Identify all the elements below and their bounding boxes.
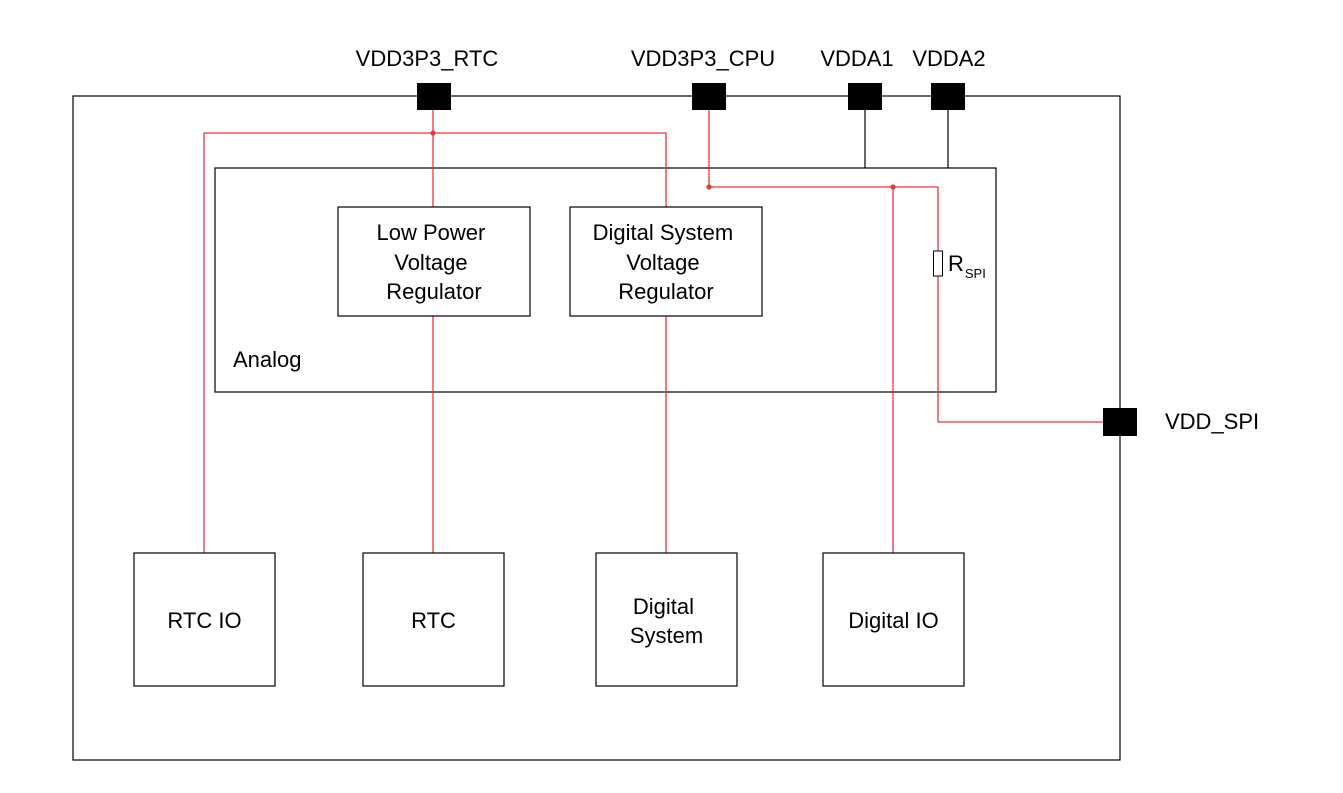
vdda1-pin xyxy=(848,83,882,110)
resistor-label: RSPI xyxy=(948,251,986,281)
junction-dot xyxy=(890,184,896,190)
vdda2-label: VDDA2 xyxy=(912,46,985,71)
digital-system-label: Digital System xyxy=(630,594,703,648)
vdd3p3-rtc-label: VDD3P3_RTC xyxy=(356,46,499,71)
vdd-spi-pin xyxy=(1103,408,1137,436)
junction-dot xyxy=(706,184,712,190)
vdd3p3-cpu-label: VDD3P3_CPU xyxy=(631,46,775,71)
vdda2-pin xyxy=(931,83,965,110)
analog-label: Analog xyxy=(233,347,302,372)
lp-regulator-box xyxy=(337,206,531,317)
vdd-spi-label: VDD_SPI xyxy=(1165,409,1259,434)
digital-io-block xyxy=(822,552,965,687)
vdd3p3-rtc-pin xyxy=(417,83,451,110)
digital-system-block xyxy=(595,552,738,687)
cpu-rail-wire xyxy=(708,110,1103,423)
rtc-io-label: RTC IO xyxy=(167,608,241,633)
rtc-label: RTC xyxy=(411,608,456,633)
resistor-rspi xyxy=(933,250,943,277)
ds-regulator-label: Digital System Voltage Regulator xyxy=(593,220,740,304)
ds-regulator-box xyxy=(569,206,763,317)
digital-io-label: Digital IO xyxy=(848,608,938,633)
vdda1-label: VDDA1 xyxy=(820,46,893,71)
junction-dot xyxy=(430,130,436,136)
vdd3p3-cpu-pin xyxy=(692,83,726,110)
lp-regulator-label: Low Power Voltage Regulator xyxy=(377,220,492,304)
rtc-block xyxy=(362,552,505,687)
rtc-io-block xyxy=(133,552,276,687)
